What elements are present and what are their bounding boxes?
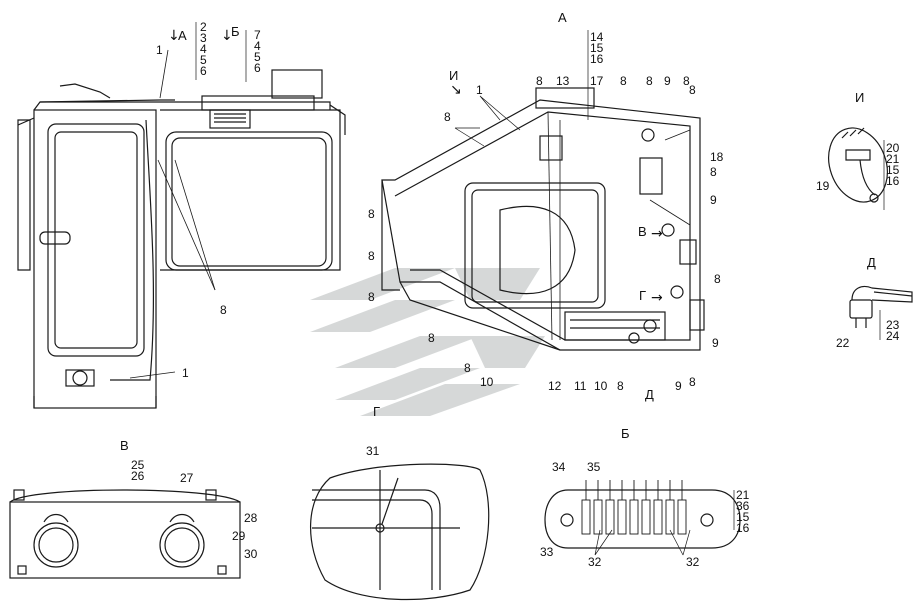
- callout-28: 28: [244, 511, 258, 525]
- callout-12: 12: [548, 379, 562, 393]
- callout-8: 8: [714, 272, 721, 286]
- callout-8: 8: [220, 303, 227, 317]
- right-arrow-icon: →: [651, 226, 663, 242]
- view-v-detail: [9, 489, 241, 579]
- view-label-d-arrow: Д: [645, 387, 654, 402]
- callout-8: 8: [444, 110, 451, 124]
- leader-lines: [195, 22, 885, 556]
- view-d-detail: [849, 285, 913, 328]
- callout-8: 8: [646, 74, 653, 88]
- cab-main-view: [381, 87, 705, 351]
- callout-32: 32: [686, 555, 700, 569]
- view-label-g: Г: [373, 404, 381, 419]
- callout-8: 8: [710, 165, 717, 179]
- callout-8: 8: [689, 375, 696, 389]
- callout-8: 8: [689, 83, 696, 97]
- callout-8: 8: [620, 74, 627, 88]
- callout-10: 10: [594, 379, 608, 393]
- view-g-detail: [309, 463, 490, 601]
- callout-30: 30: [244, 547, 258, 561]
- callout-8: 8: [683, 74, 690, 88]
- callout-18: 18: [710, 150, 724, 164]
- callout-1: 1: [156, 43, 163, 57]
- callout-19: 19: [816, 179, 830, 193]
- callout-34: 34: [552, 460, 566, 474]
- callout-35: 35: [587, 460, 601, 474]
- callout-9: 9: [710, 193, 717, 207]
- callout-11: 11: [574, 379, 587, 393]
- callout-1: 1: [476, 83, 483, 97]
- view-label-d: Д: [867, 255, 876, 270]
- callout-8: 8: [536, 74, 543, 88]
- view-label-v: В: [120, 438, 129, 453]
- diagonal-arrow-icon: ↘: [450, 82, 462, 98]
- right-arrow-icon: →: [651, 290, 663, 306]
- cab-left-view: [17, 49, 346, 409]
- callout-17: 17: [590, 74, 604, 88]
- callout-29: 29: [232, 529, 246, 543]
- view-label-b-arrow: Б: [231, 24, 240, 39]
- callout-8: 8: [368, 207, 375, 221]
- callout-33: 33: [540, 545, 554, 559]
- callout-8: 8: [428, 331, 435, 345]
- callout-8: 8: [368, 290, 375, 304]
- callout-31: 31: [366, 444, 380, 458]
- callout-8: 8: [464, 361, 471, 375]
- view-label-g-arrow: Г: [639, 288, 647, 303]
- callout-8: 8: [617, 379, 624, 393]
- view-b-detail: [544, 480, 741, 549]
- callout-1: 1: [182, 366, 189, 380]
- callout-9: 9: [664, 74, 671, 88]
- view-label-a-arrow: А: [178, 28, 187, 43]
- down-arrow-icon: ↓: [221, 28, 233, 44]
- callout-9: 9: [712, 336, 719, 350]
- down-arrow-icon: ↓: [168, 28, 180, 44]
- callout-27: 27: [180, 471, 194, 485]
- callout-8: 8: [368, 249, 375, 263]
- callout-10: 10: [480, 375, 494, 389]
- callout-32: 32: [588, 555, 602, 569]
- callout-22: 22: [836, 336, 850, 350]
- callout-9: 9: [675, 379, 682, 393]
- watermark-logo: [310, 268, 545, 416]
- view-label-v-arrow: В: [638, 224, 647, 239]
- view-label-i: И: [855, 90, 865, 105]
- view-label-a: А: [558, 10, 567, 25]
- view-label-i-arrow: И: [449, 68, 459, 83]
- callout-13: 13: [556, 74, 570, 88]
- view-label-b: Б: [621, 426, 630, 441]
